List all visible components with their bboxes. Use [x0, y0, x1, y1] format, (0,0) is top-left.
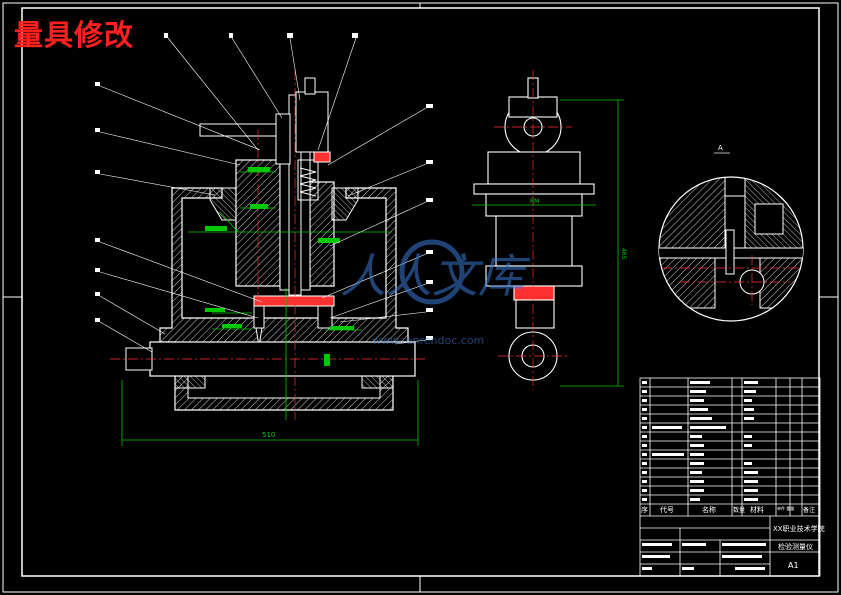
col-note: 备注 [803, 506, 815, 514]
col-qty: 数量 [733, 506, 745, 514]
spring-cap [313, 151, 331, 163]
title-block: 序 代号 名称 数量 材料 单件 重量 备注 XX职业技术学院 检验测量仪 A1 [639, 377, 825, 577]
signature-text-blocks [642, 543, 766, 570]
side-upper-body [487, 151, 581, 185]
centerlines [110, 70, 425, 420]
detail-label: A [718, 144, 723, 152]
side-centerlines [494, 70, 572, 390]
balloon-number-ticks [95, 33, 433, 340]
clamp-block-right [317, 305, 333, 329]
front-dimensions [121, 171, 419, 446]
school-name: XX职业技术学院 [773, 524, 825, 533]
side-width-dimension: RM [530, 198, 539, 205]
clamp-plate [253, 295, 335, 307]
overlay-title: 量具修改 [14, 18, 135, 52]
parts-list-grid [640, 378, 820, 517]
sheet-size: A1 [788, 561, 799, 570]
col-code: 代号 [660, 505, 674, 514]
lever-handle [199, 123, 279, 137]
col-seq: 序 [641, 505, 648, 514]
probe-tip [255, 327, 263, 347]
dimension-text-blocks [205, 167, 354, 366]
detail-centerlines [662, 255, 800, 305]
part-leaders [99, 37, 427, 353]
side-block [515, 299, 555, 329]
parts-list-text-blocks [642, 381, 758, 501]
top-post [295, 91, 329, 153]
detail-view-a: A [658, 144, 804, 322]
side-view: RM 465 [472, 70, 627, 390]
side-height-dimension: 465 [620, 248, 627, 260]
lever-pivot [275, 113, 291, 165]
watermark: 人人文库 www.renrendoc.com [340, 239, 531, 347]
side-dimensions [472, 99, 624, 387]
top-flange-left [209, 187, 237, 221]
shaft-nut-left [174, 375, 206, 389]
col-weight: 单件 重量 [777, 505, 794, 511]
zone-markers [3, 3, 838, 592]
front-section-view: 510 [95, 33, 433, 446]
side-collar [473, 183, 595, 195]
watermark-text: 人人文库 [340, 249, 531, 303]
front-width-dimension: 510 [262, 431, 275, 439]
col-material: 材料 [750, 505, 764, 514]
top-flange-right [331, 187, 359, 221]
shaft-nut-right [361, 375, 394, 389]
central-bushing-right [309, 181, 335, 287]
spring [297, 159, 319, 201]
side-middle-body [495, 215, 573, 267]
watermark-url: www.renrendoc.com [372, 334, 484, 347]
drawing-name: 检验测量仪 [778, 542, 813, 551]
col-name: 名称 [702, 505, 716, 514]
post-cap [304, 77, 316, 95]
